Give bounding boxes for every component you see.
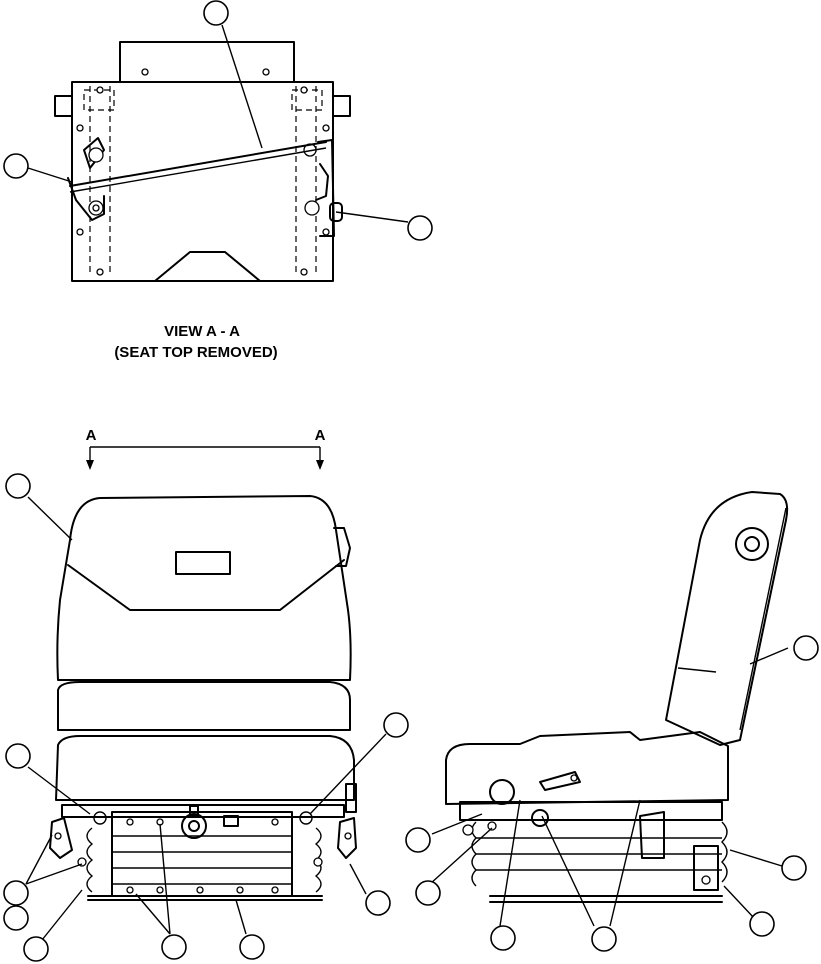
side-view-seat — [445, 491, 789, 903]
section-marker-line — [86, 446, 324, 470]
callout-circle — [3, 905, 29, 931]
callout-circle — [203, 0, 229, 26]
callout-circle — [383, 712, 409, 738]
callout-circle — [407, 215, 433, 241]
callout-circle — [749, 911, 775, 937]
callout-circle — [3, 880, 29, 906]
callout-circle — [3, 153, 29, 179]
callout-circle — [781, 855, 807, 881]
section-marker-right: A — [315, 427, 326, 444]
callout-circle — [161, 934, 187, 960]
callout-circle — [239, 934, 265, 960]
callout-circle — [5, 473, 31, 499]
callout-circle — [365, 890, 391, 916]
callout-leaders — [25, 24, 789, 946]
callout-circle — [793, 635, 819, 661]
section-marker-left: A — [86, 427, 97, 444]
callout-circles — [3, 0, 819, 962]
view-a-a-drawing — [54, 41, 351, 282]
view-subtitle: (SEAT TOP REMOVED) — [114, 344, 277, 361]
front-view-seat — [49, 495, 357, 901]
callout-circle — [591, 926, 617, 952]
callout-circle — [5, 743, 31, 769]
callout-circle — [490, 925, 516, 951]
callout-circle — [415, 880, 441, 906]
callout-circle — [23, 936, 49, 962]
callout-circle — [405, 827, 431, 853]
view-title: VIEW A - A — [164, 323, 240, 340]
